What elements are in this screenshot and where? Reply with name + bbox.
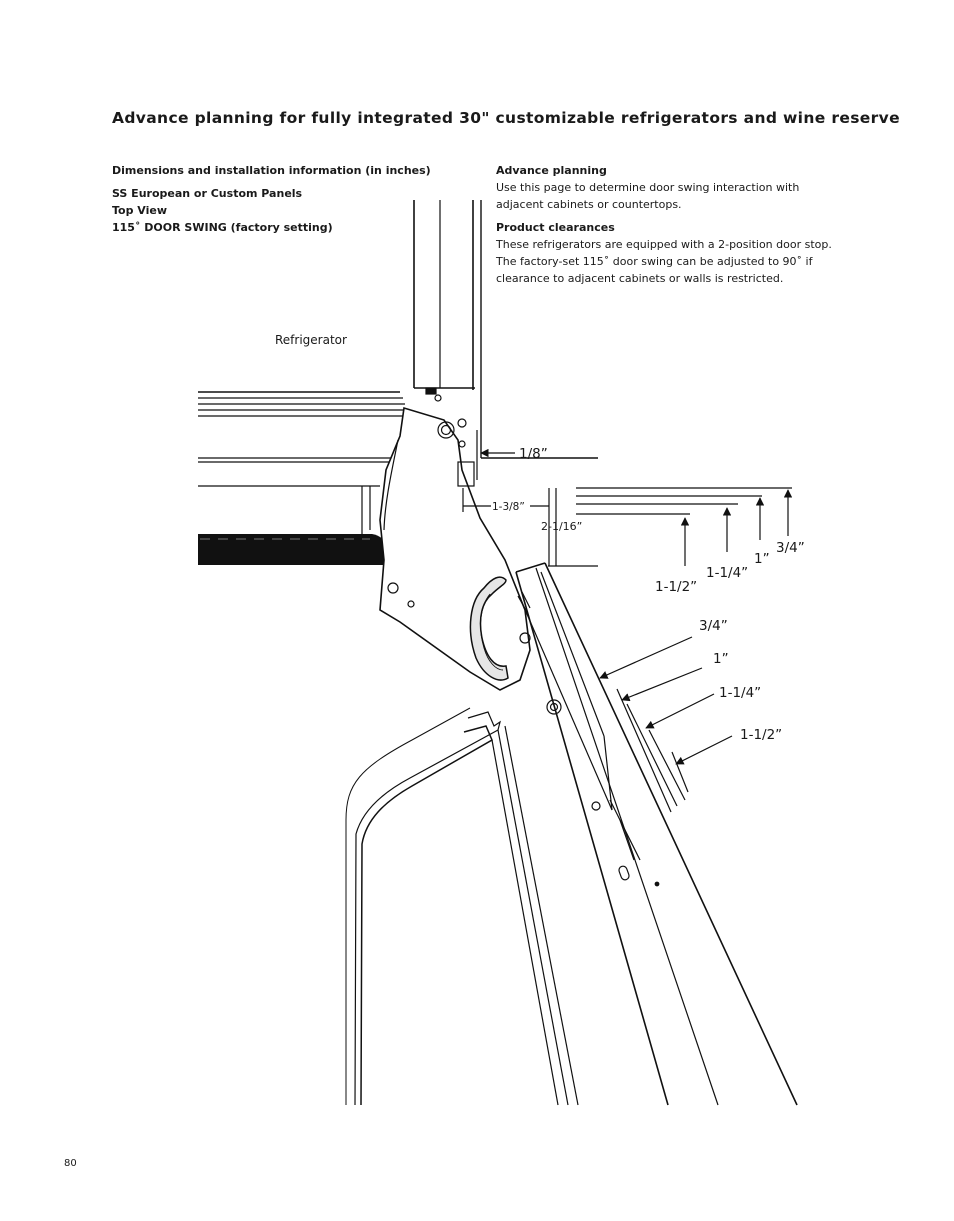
side-dim-3-4: 3/4” [776, 540, 805, 556]
product-clearances-text: These refrigerators are equipped with a … [496, 238, 832, 285]
diag-dim-3-4: 3/4” [699, 618, 728, 634]
side-dim-1-1-2: 1-1/2” [655, 579, 697, 595]
planning-notes: Advance planning Use this page to determ… [496, 162, 846, 287]
diagram-caption: Dimensions and installation information … [112, 162, 431, 236]
panel-type-label: SS European or Custom Panels [112, 187, 303, 200]
diag-dim-1-1-4: 1-1/4” [719, 685, 761, 701]
dimension-1-3-8: 1-3/8” [492, 501, 525, 513]
dimension-1-8: 1/8” [519, 446, 548, 462]
dimensions-heading: Dimensions and installation information … [112, 164, 431, 177]
side-dim-1-1-4: 1-1/4” [706, 565, 748, 581]
door-swing-label: 115˚ DOOR SWING (factory setting) [112, 221, 333, 234]
side-dim-1: 1” [754, 551, 770, 567]
page-number: 80 [64, 1158, 77, 1169]
product-clearances-heading: Product clearances [496, 221, 615, 234]
dimension-2-1-16: 2-1/16” [541, 520, 582, 533]
advance-planning-heading: Advance planning [496, 164, 607, 177]
view-label: Top View [112, 204, 168, 217]
diag-dim-1-1-2: 1-1/2” [740, 727, 782, 743]
refrigerator-label: Refrigerator [275, 333, 347, 347]
page-title: Advance planning for fully integrated 30… [112, 109, 900, 127]
advance-planning-text: Use this page to determine door swing in… [496, 181, 800, 211]
diag-dim-1: 1” [713, 651, 729, 667]
